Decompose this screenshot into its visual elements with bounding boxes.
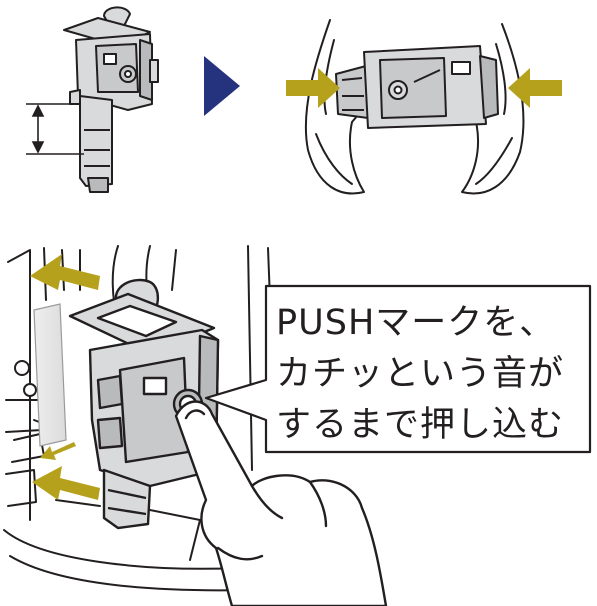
step-arrow-icon [204,56,240,116]
cartridge-unit-standalone [63,6,159,193]
callout-text: PUSHマークを、 カチッという音が するまで押し込む [276,298,588,451]
cartridge-unit-horizontal [335,45,499,129]
callout-bubble [204,284,592,454]
push-arrow-left-icon [286,68,340,108]
slide-arrow-small-icon [40,442,76,460]
slide-arrow-bottom-icon [32,466,100,500]
pointing-finger [174,400,388,606]
callout-line-2: カチッという音が [276,354,565,394]
push-arrow-right-icon [508,68,562,108]
callout-line-3: するまで押し込む [276,405,565,445]
height-dimension-marker [26,103,84,155]
background-part [33,303,67,447]
callout-line-1: PUSHマークを、 [276,303,556,343]
slide-arrow-top-icon [30,254,100,290]
